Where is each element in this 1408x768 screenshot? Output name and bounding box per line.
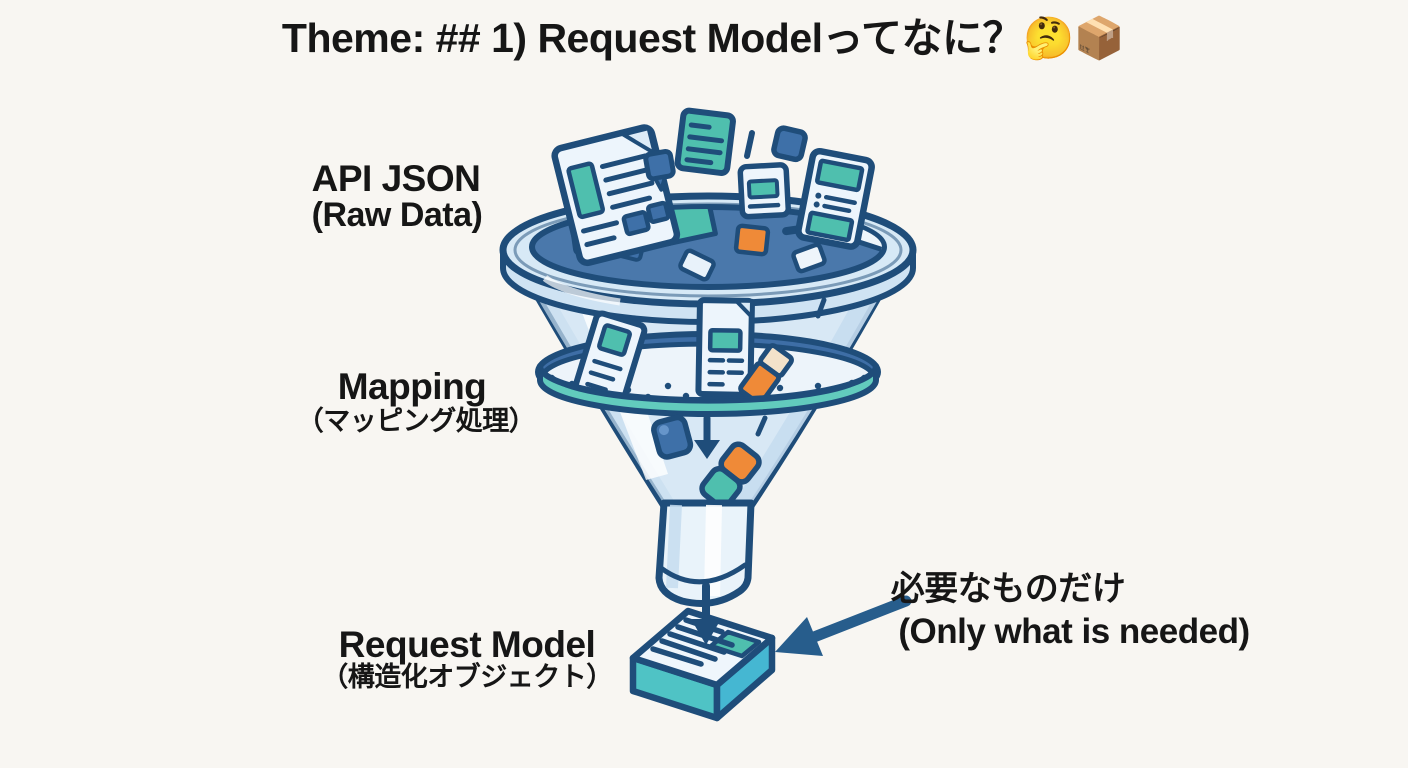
- pencil-icon: [738, 343, 794, 406]
- white-chip: [678, 248, 716, 282]
- document-icons: [551, 107, 875, 267]
- funnel-spout: [655, 499, 755, 607]
- white-chip: [791, 242, 827, 274]
- blue-square-icon: [771, 125, 808, 163]
- slide-title: Theme: ## 1) Request Modelってなに？🤔📦: [281, 15, 1125, 61]
- label-request-model-sub: （構造化オブジェクト）: [321, 662, 613, 692]
- label-mapping: Mapping: [337, 366, 487, 407]
- document-icon-filtered: [695, 297, 755, 398]
- document-icon-filtered: [571, 310, 648, 411]
- down-arrow-icon: [694, 414, 720, 459]
- orange-chip: [733, 223, 771, 257]
- left-arrow-icon: [775, 595, 912, 656]
- request-model-card-icon: [629, 607, 776, 722]
- pill-chip-icon: [699, 441, 762, 510]
- filtered-output-chips: [651, 411, 768, 510]
- document-icon-small: [737, 162, 791, 220]
- tick-mark: [815, 297, 827, 319]
- document-icon-teal: [674, 107, 736, 176]
- document-icon-right: [795, 147, 875, 250]
- down-arrow-icon: [691, 582, 721, 645]
- label-callout: 必要なものだけ: [890, 570, 1126, 608]
- quote-chip-icon: [643, 148, 676, 192]
- label-api-json-sub: (Raw Data): [311, 196, 483, 234]
- tick-mark: [744, 130, 755, 159]
- mapping-sieve: [535, 297, 881, 417]
- tick-mark: [755, 415, 768, 437]
- label-callout-sub: (Only what is needed): [898, 612, 1250, 651]
- label-api-json: API JSON: [311, 158, 481, 199]
- label-mapping-sub: （マッピング処理）: [296, 406, 536, 436]
- blue-tag-icon: [651, 414, 694, 460]
- label-request-model: Request Model: [338, 624, 596, 665]
- card-text-lines: [650, 617, 735, 667]
